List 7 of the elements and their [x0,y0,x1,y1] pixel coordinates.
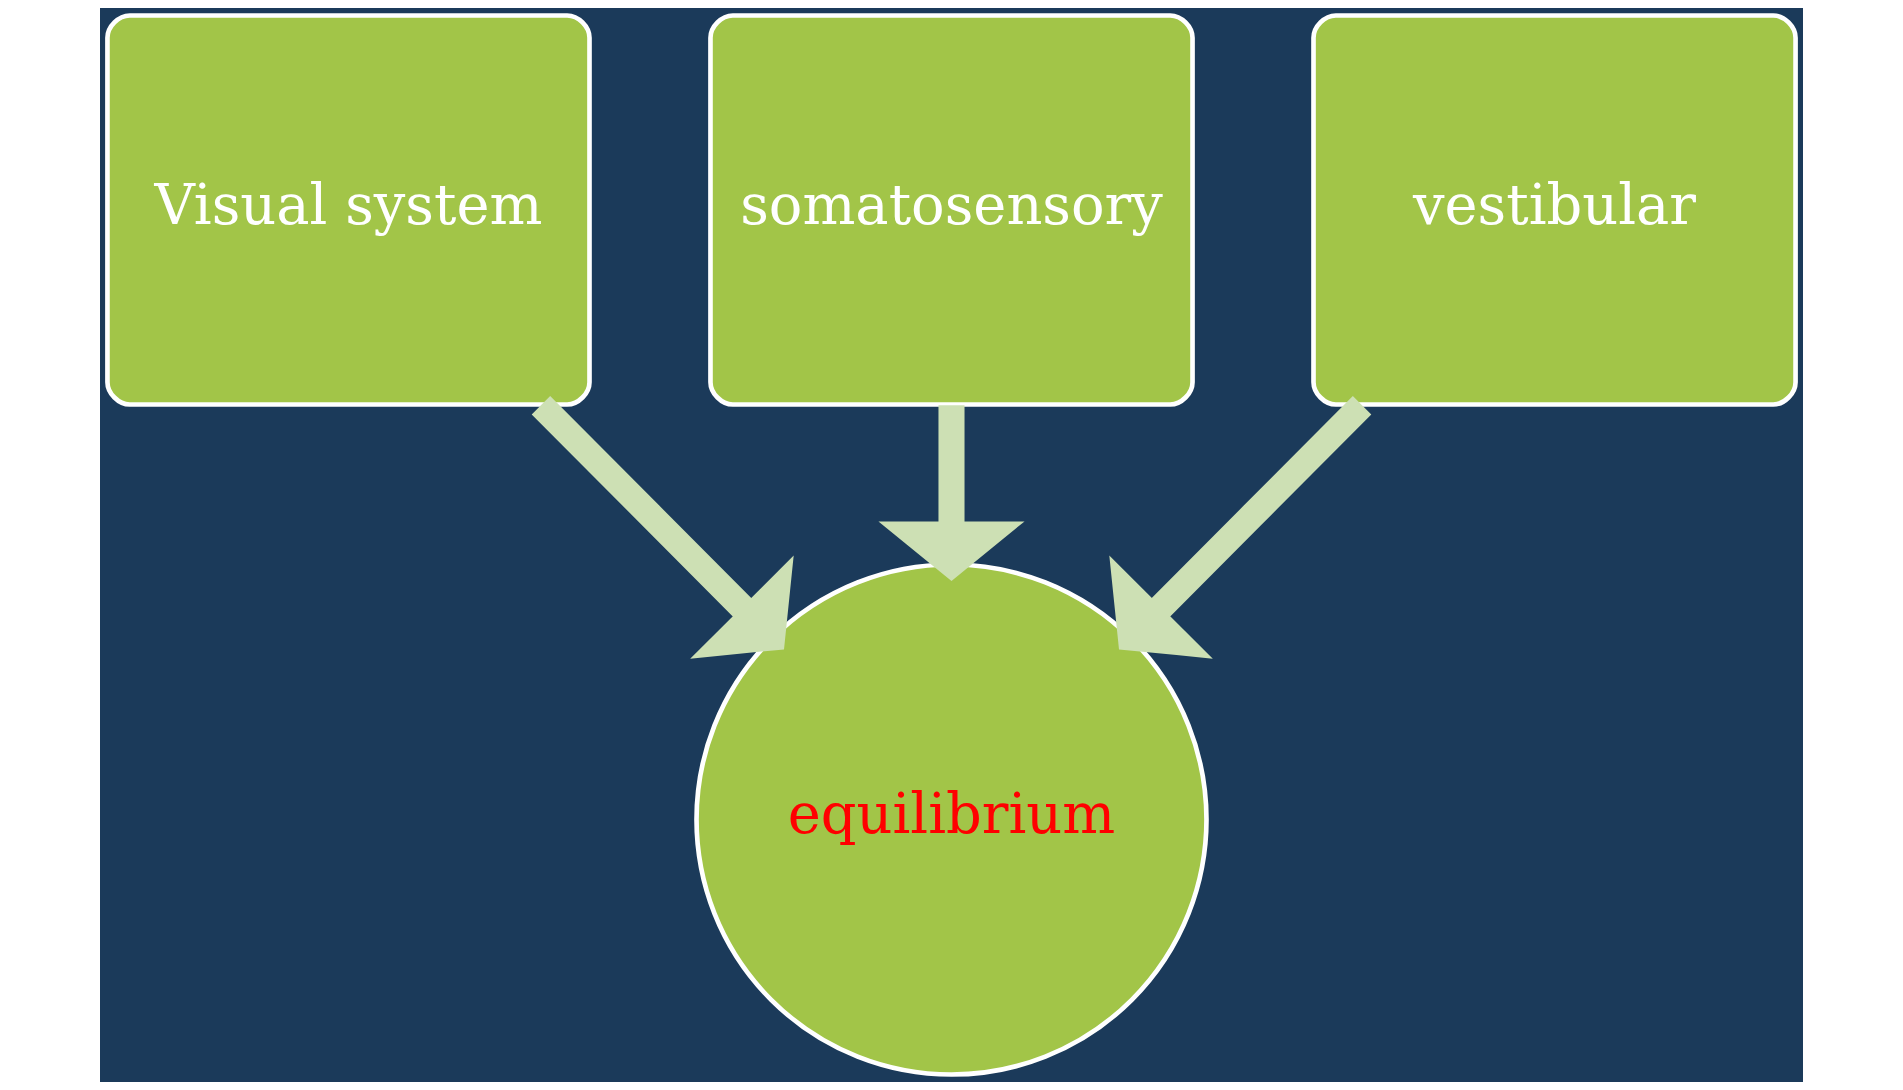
arrow [531,396,794,659]
node-box: somatosensory [708,13,1195,407]
arrow [1109,396,1372,659]
node-box: vestibular [1311,13,1798,407]
arrow [878,405,1025,581]
node-circle: equilibrium [694,562,1209,1077]
node-box: Visual system [105,13,592,407]
